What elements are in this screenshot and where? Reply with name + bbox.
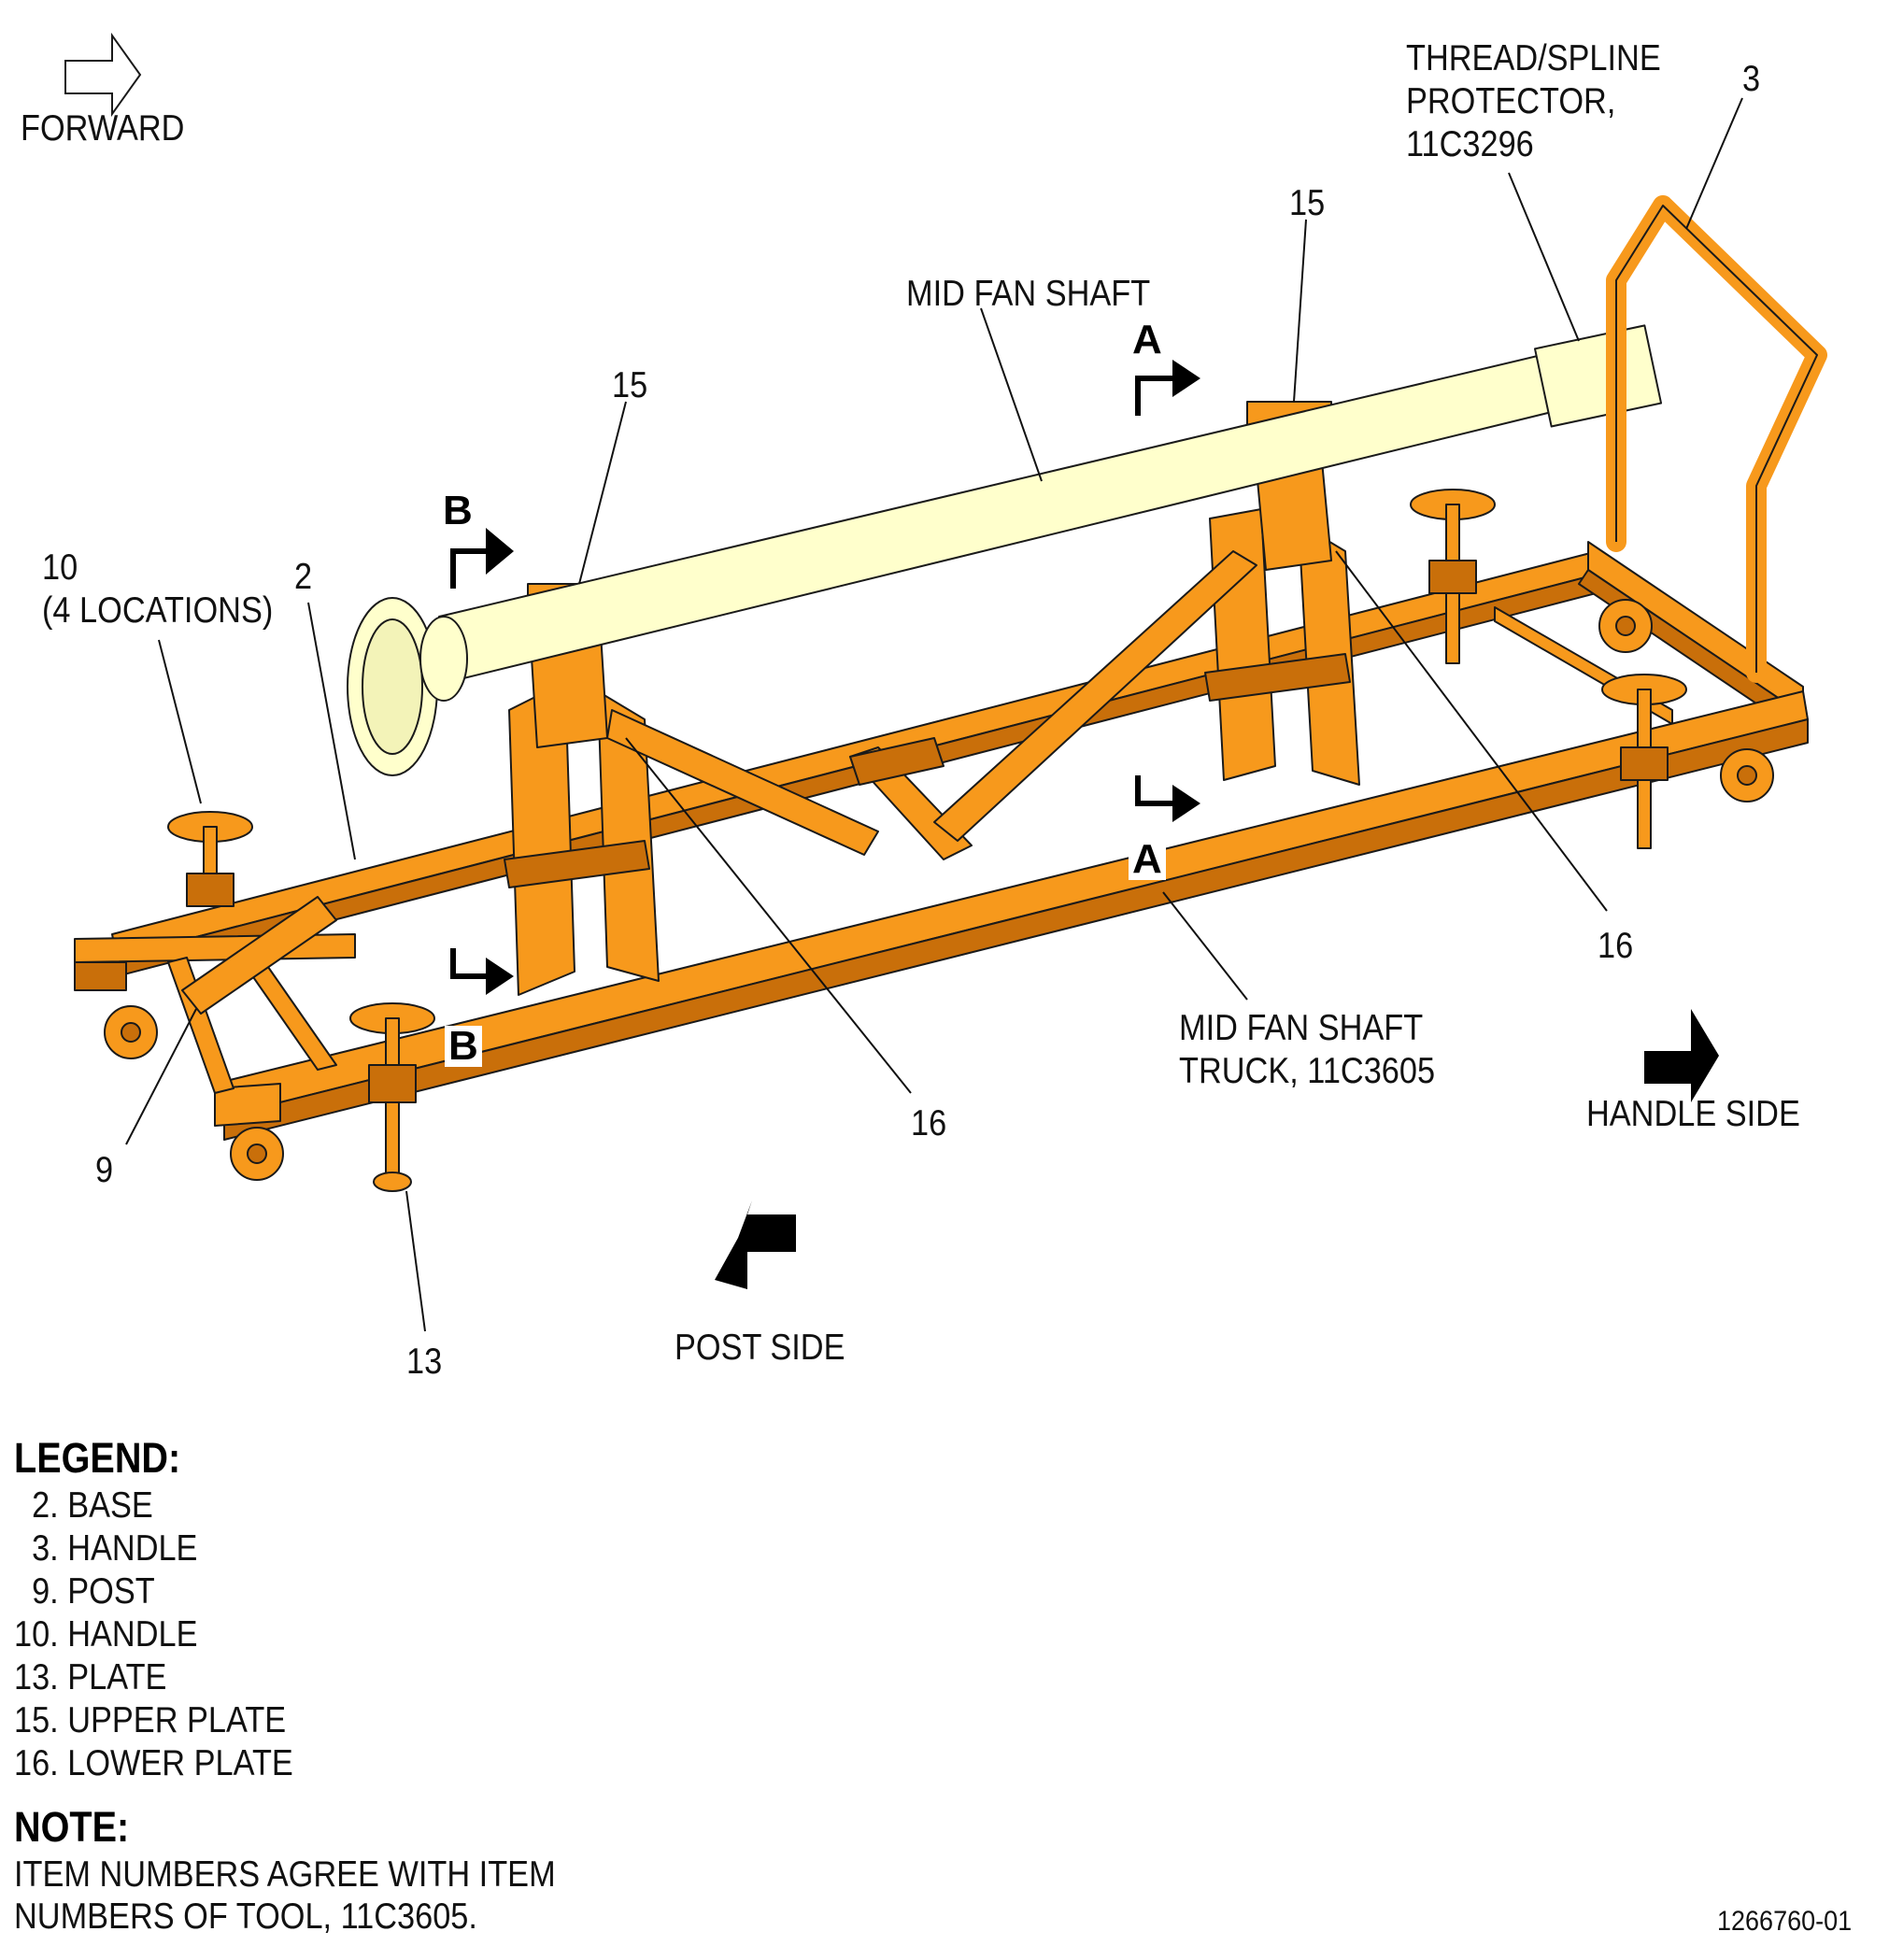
leader-item9 [125, 1008, 197, 1145]
thread-spline-protector-label: THREAD/SPLINE PROTECTOR, 11C3296 [1406, 38, 1661, 165]
caster-1 [104, 1005, 158, 1059]
leader-item2 [307, 602, 356, 860]
legend-item: 3. HANDLE [14, 1528, 198, 1569]
leader-item3 [1685, 97, 1743, 230]
jack-handle-1 [167, 811, 253, 907]
section-b-top-letter: B [439, 490, 476, 532]
post-side-arrow-icon [715, 1200, 796, 1289]
item2-label: 2 [294, 557, 313, 597]
jack-handle-3 [1410, 489, 1496, 664]
item10-label: 10 (4 LOCATIONS) [42, 547, 274, 632]
base-post-end [74, 933, 356, 963]
mid-fan-shaft-label: MID FAN SHAFT [906, 274, 1151, 314]
caster-2 [230, 1127, 284, 1181]
note-title: NOTE: [14, 1803, 130, 1851]
leader-item16-left [625, 737, 912, 1094]
item3-label: 3 [1742, 59, 1761, 99]
post [181, 896, 337, 1015]
legend-item: 9. POST [14, 1571, 155, 1612]
item9-label: 9 [95, 1150, 114, 1190]
truck-label: MID FAN SHAFT TRUCK, 11C3605 [1179, 1008, 1436, 1092]
jack-handle-4 [1601, 674, 1687, 849]
leader-mid-fan-shaft [980, 307, 1043, 482]
legend-title: LEGEND: [14, 1434, 181, 1482]
thread-spline-protector [1533, 324, 1663, 428]
item16-left-label: 16 [911, 1103, 947, 1143]
caster-3 [1598, 599, 1653, 653]
section-b-top-icon [450, 548, 490, 589]
post-side-label: POST SIDE [675, 1328, 845, 1368]
legend-item: 15. UPPER PLATE [14, 1700, 287, 1740]
section-a-top-letter: A [1129, 320, 1166, 361]
leader-item15-left [578, 401, 627, 585]
handle-side-label: HANDLE SIDE [1586, 1094, 1800, 1134]
legend-item: 10. HANDLE [14, 1614, 198, 1655]
leader-thread-spline [1508, 172, 1580, 342]
leader-item16-right [1335, 550, 1608, 912]
forward-arrow-icon [64, 32, 142, 118]
section-a-top-icon [1135, 376, 1177, 416]
note-line: NUMBERS OF TOOL, 11C3605. [14, 1896, 477, 1937]
handle-side-arrow-icon [1644, 1009, 1719, 1102]
legend-item: 2. BASE [14, 1485, 153, 1526]
section-a-bottom-icon [1135, 775, 1177, 806]
note-line: ITEM NUMBERS AGREE WITH ITEM [14, 1854, 556, 1895]
item15-right-label: 15 [1289, 183, 1326, 223]
legend-item: 13. PLATE [14, 1657, 167, 1697]
caster-4 [1720, 748, 1774, 802]
legend-item: 16. LOWER PLATE [14, 1743, 293, 1783]
item15-left-label: 15 [612, 365, 648, 405]
plate-13 [373, 1172, 412, 1192]
section-b-bottom-icon [450, 948, 490, 979]
figure-number: 1266760-01 [1717, 1906, 1853, 1937]
jack-handle-2 [349, 1002, 435, 1192]
item13-label: 13 [406, 1342, 443, 1382]
forward-label: FORWARD [21, 108, 185, 149]
leader-item15-right [1293, 219, 1307, 403]
leader-truck [1162, 891, 1248, 1001]
item16-right-label: 16 [1598, 926, 1634, 966]
leader-item10 [158, 639, 202, 804]
section-b-bottom-letter: B [445, 1026, 482, 1067]
leader-item13 [405, 1190, 426, 1332]
section-a-bottom-letter: A [1129, 839, 1166, 880]
